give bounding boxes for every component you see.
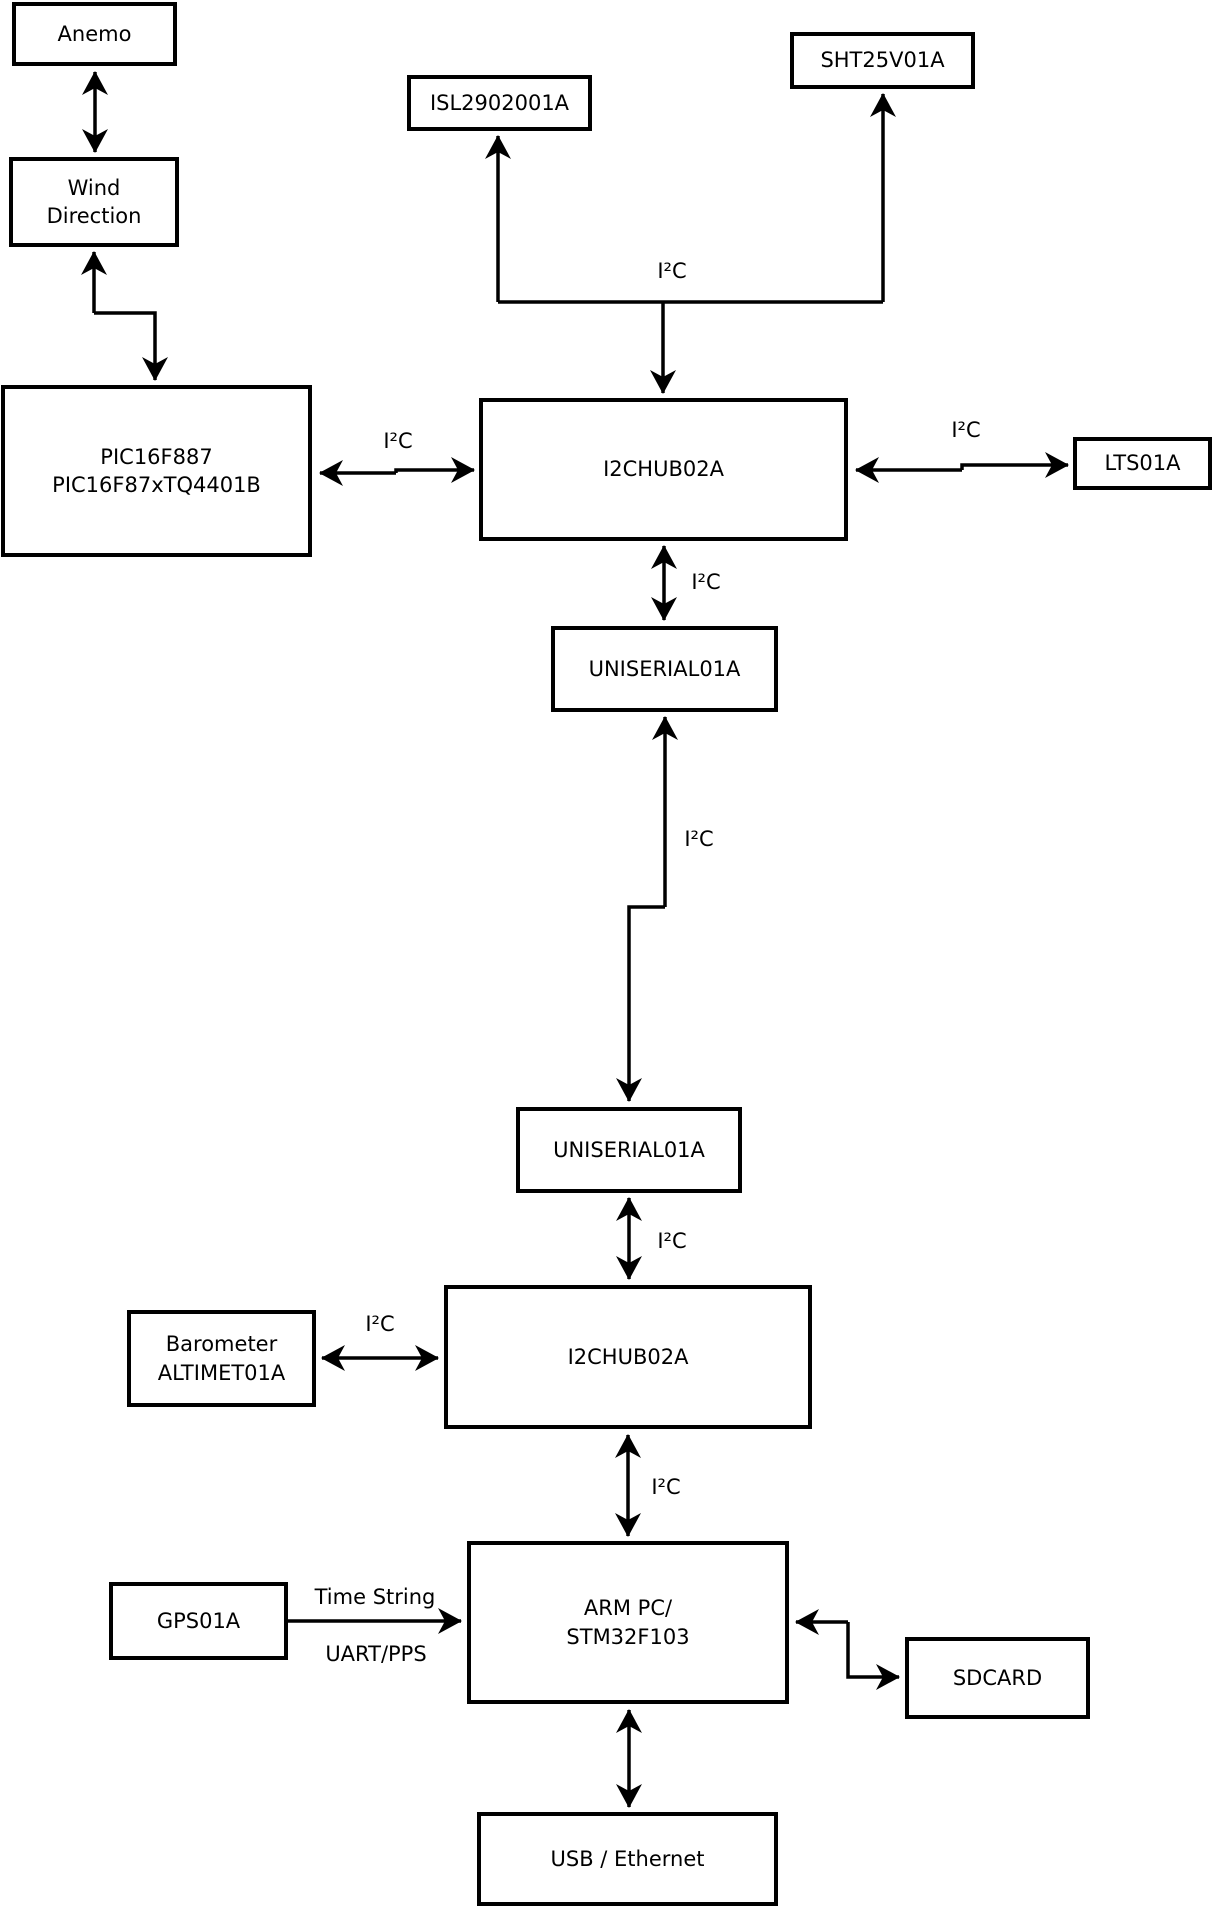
edge-label-baro-i2c: I²C bbox=[365, 1312, 395, 1336]
box-i2chub02a-top: I2CHUB02A bbox=[479, 398, 848, 541]
edge-label-time-string: Time String bbox=[314, 1585, 436, 1609]
box-i2chub02a-top-label: I2CHUB02A bbox=[603, 457, 724, 482]
box-pic16f887-line1: PIC16F887 bbox=[100, 444, 213, 469]
box-usb-ethernet-label: USB / Ethernet bbox=[550, 1846, 705, 1871]
box-anemo: Anemo bbox=[12, 2, 177, 66]
connector-hub1-lts-right bbox=[960, 452, 1069, 478]
box-barometer-line2: ALTIMET01A bbox=[157, 1360, 286, 1385]
box-sdcard-label: SDCARD bbox=[952, 1665, 1043, 1690]
connector-pic-hub1-right bbox=[394, 457, 475, 483]
box-pic16f887: PIC16F887 PIC16F87xTQ4401B bbox=[1, 385, 312, 557]
box-barometer-altimet01a: Barometer ALTIMET01A bbox=[127, 1310, 316, 1407]
connector-wind-pic-down bbox=[94, 311, 168, 381]
connector-uni-link-down bbox=[616, 905, 665, 1102]
box-uniserial01a-bottom: UNISERIAL01A bbox=[516, 1107, 742, 1193]
edge-label-uart-pps: UART/PPS bbox=[325, 1642, 427, 1666]
edge-label-lts-i2c: I²C bbox=[951, 418, 981, 442]
box-pic16f887-line2: PIC16F87xTQ4401B bbox=[52, 473, 261, 497]
box-anemo-label: Anemo bbox=[57, 21, 132, 46]
edge-label-hub2-arm-i2c: I²C bbox=[651, 1475, 681, 1499]
edge-label-uni2-hub2-i2c: I²C bbox=[657, 1229, 687, 1253]
box-gps01a-label: GPS01A bbox=[156, 1608, 241, 1633]
connector-arm-sdcard-right bbox=[846, 1622, 900, 1690]
box-i2chub02a-bottom: I2CHUB02A bbox=[444, 1285, 812, 1429]
box-arm-line2: STM32F103 bbox=[566, 1624, 690, 1649]
box-isl2902001a: ISL2902001A bbox=[407, 75, 592, 131]
box-isl2902001a-label: ISL2902001A bbox=[429, 90, 570, 115]
box-uniserial01a-bottom-label: UNISERIAL01A bbox=[553, 1137, 705, 1162]
box-uniserial01a-top: UNISERIAL01A bbox=[551, 626, 778, 712]
box-wind-direction-line2: Direction bbox=[46, 204, 142, 228]
box-lts01a-label: LTS01A bbox=[1104, 451, 1181, 476]
box-usb-ethernet: USB / Ethernet bbox=[477, 1812, 778, 1906]
box-gps01a: GPS01A bbox=[109, 1582, 288, 1660]
box-uniserial01a-top-label: UNISERIAL01A bbox=[588, 656, 741, 681]
edge-label-hub1-uni1-i2c: I²C bbox=[691, 570, 721, 594]
edge-label-uni-link-i2c: I²C bbox=[684, 827, 714, 851]
box-sht25v01a: SHT25V01A bbox=[790, 32, 975, 89]
box-i2chub02a-bottom-label: I2CHUB02A bbox=[567, 1344, 689, 1369]
edge-label-branch-i2c: I²C bbox=[657, 259, 687, 283]
box-wind-direction: Wind Direction bbox=[9, 157, 179, 247]
box-barometer-line1: Barometer bbox=[165, 1332, 278, 1357]
box-arm-pc-stm32f103: ARM PC/ STM32F103 bbox=[467, 1541, 789, 1704]
box-wind-direction-line1: Wind bbox=[67, 175, 121, 200]
box-arm-line1: ARM PC/ bbox=[583, 1596, 673, 1621]
box-lts01a: LTS01A bbox=[1073, 437, 1212, 490]
box-sdcard: SDCARD bbox=[905, 1637, 1090, 1719]
edge-label-pic-i2c: I²C bbox=[383, 429, 413, 453]
box-sht25v01a-label: SHT25V01A bbox=[820, 48, 945, 73]
